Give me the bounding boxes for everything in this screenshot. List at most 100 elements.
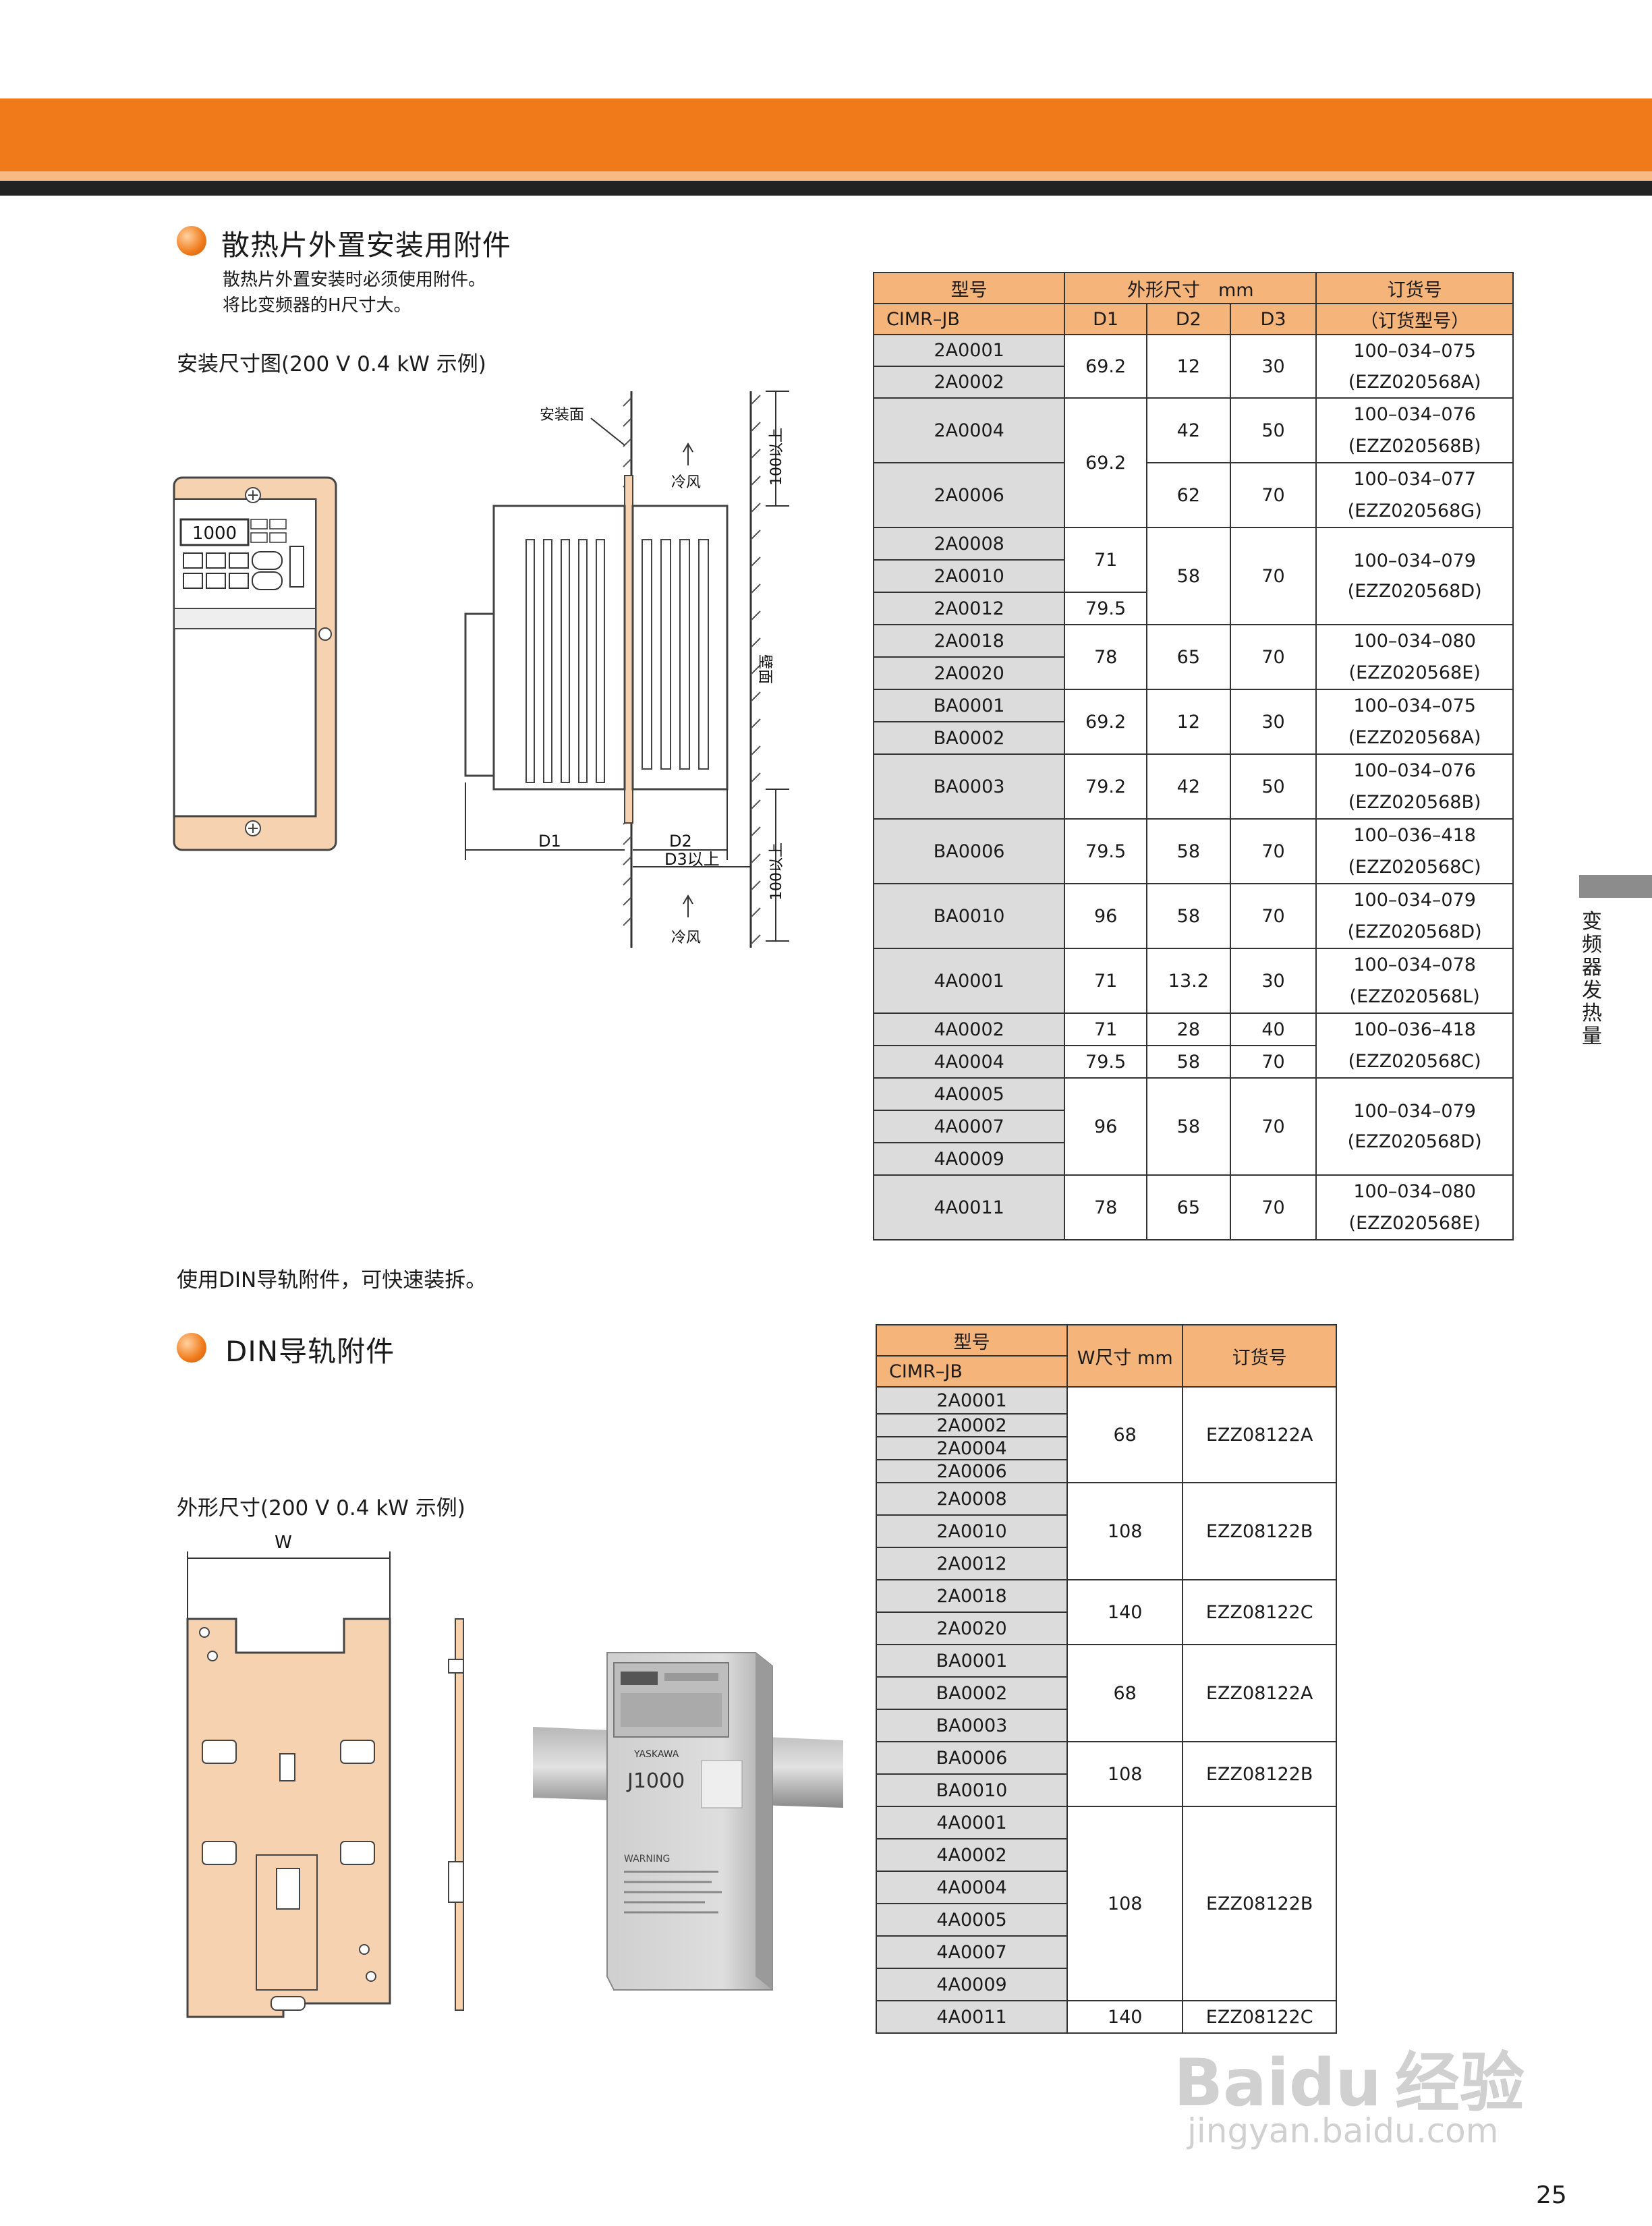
table-cell: BA0003 [875,1709,1069,1742]
table-cell: 30 [1229,948,1317,1014]
label-w: W [275,1533,292,1553]
table-cell: BA0002 [875,1676,1069,1710]
table-cell: BA0010 [872,883,1066,949]
table-cell: 69.2 [1064,334,1147,399]
photo-maker: YASKAWA [633,1749,679,1760]
header-orange-band [0,98,1652,171]
table-cell: 4A0001 [872,948,1066,1014]
table-cell: 4A0004 [875,1871,1069,1904]
table-cell: BA0001 [875,1644,1069,1678]
table-cell: EZZ08122B [1182,1806,1337,2001]
order-number: 100–034–079 [1353,1101,1476,1122]
order-number: 100–034–079 [1353,550,1476,571]
table-cell: 4A0002 [872,1012,1066,1046]
table-cell: 69.2 [1064,397,1147,528]
table-cell: 2A0002 [875,1413,1069,1437]
table-cell: (EZZ020568L) [1315,981,1514,1014]
heatsink-attachment-table: 型号 外形尺寸 mm 订货号 CIMR–JB D1 D2 D3 （订货型号） 2… [872,272,1514,1240]
photo-warning: WARNING [624,1854,670,1864]
table-cell: 79.5 [1064,818,1147,884]
label-wall: 壁面 [756,654,773,684]
table-cell: 2A0004 [872,397,1066,463]
table-cell: 140 [1066,2000,1184,2034]
table-cell: EZZ08122A [1182,1644,1337,1742]
label-d2: D2 [669,832,692,851]
label-mount-surface: 安装面 [540,407,584,424]
table-cell: 100–034–075 [1315,334,1514,366]
table-cell: 108 [1066,1806,1184,2001]
table-cell: 70 [1229,1045,1317,1079]
table-cell: (EZZ020568B) [1315,787,1514,820]
table-cell: 79.5 [1064,1045,1147,1079]
table-cell: 2A0001 [872,334,1066,367]
table-cell: 100–034–078 [1315,948,1514,981]
table-cell: 96 [1064,883,1147,949]
table-cell: 40 [1229,1012,1317,1046]
section2-title: DIN导轨附件 [225,1335,395,1368]
table-cell: 2A0018 [875,1579,1069,1613]
section1-title: 散热片外置安装用附件 [221,229,512,262]
table-cell: (EZZ020568E) [1315,1207,1514,1240]
table-cell: 100–034–079 (EZZ020568D) [1315,527,1514,625]
t2-header-w: W尺寸 mm [1066,1324,1184,1388]
table-cell: 2A0010 [875,1514,1069,1548]
table-cell: (EZZ020568A) [1315,366,1514,399]
table-cell: 100–034–079(EZZ020568D) [1315,1077,1514,1176]
table-cell: 58 [1145,883,1231,949]
table-cell: 108 [1066,1741,1184,1807]
panel-display: 1000 [192,523,237,544]
table-cell: 70 [1229,818,1317,884]
table-cell: 100–034–076 [1315,397,1514,430]
table-cell: 50 [1229,397,1317,463]
table-cell: 12 [1145,689,1231,755]
installation-side-view: 安装面 冷风 冷风 100以上 100以上 壁面 D1 D2 D3以上 [464,391,789,948]
table-cell: 4A0009 [875,1968,1069,2001]
table-cell: EZZ08122C [1182,1579,1337,1645]
table-cell: 100–034–076 [1315,753,1514,787]
table-cell: BA0006 [872,818,1066,884]
table-cell: 58 [1145,818,1231,884]
table-cell: 2A0018 [872,624,1066,658]
table-cell: 65 [1145,624,1231,690]
table-cell: 70 [1229,883,1317,949]
table-cell: EZZ08122B [1182,1482,1337,1580]
section-bullet-icon [177,226,206,256]
table-cell: 70 [1229,1077,1317,1176]
order-model: (EZZ020568D) [1347,581,1482,602]
watermark-cn: 经验 [1394,2045,1525,2121]
table-cell: 71 [1064,1012,1147,1046]
header-dark-band [0,181,1652,196]
table-cell: EZZ08122C [1182,2000,1337,2034]
table-cell: 4A0004 [872,1045,1066,1079]
watermark-brand: Bai [1174,2045,1289,2121]
table-cell: 2A0006 [875,1459,1069,1483]
table-cell: 79.2 [1064,753,1147,820]
table-cell: 2A0008 [872,527,1066,561]
table-cell: (EZZ020568C) [1315,851,1514,884]
table-cell: 4A0002 [875,1838,1069,1872]
table-cell: BA0006 [875,1741,1069,1775]
table-cell: 58 [1145,1077,1231,1176]
table-cell: 50 [1229,753,1317,820]
table-cell: 4A0007 [872,1110,1066,1143]
table-cell: 42 [1145,753,1231,820]
table-cell: 100–034–080 [1315,624,1514,657]
table-cell: 78 [1064,624,1147,690]
din-note: 使用DIN导轨附件，可快速装拆。 [177,1268,487,1292]
table-cell: (EZZ020568E) [1315,657,1514,690]
t1-header-model-sub: CIMR–JB [872,303,1066,335]
table-cell: 2A0010 [872,559,1066,593]
table-cell: 100–034–079 [1315,883,1514,916]
section1-desc2: 将比变频器的H尺寸大。 [223,295,411,316]
table-cell: 30 [1229,334,1317,399]
table-cell: 70 [1229,527,1317,625]
label-100-above-top: 100以上 [768,428,785,486]
table-cell: 100–036–418 [1315,818,1514,851]
label-cool-air-bottom: 冷风 [671,930,701,946]
photo-brand: J1000 [626,1769,685,1793]
section1-desc1: 散热片外置安装时必须使用附件。 [223,270,486,290]
table-cell: (EZZ020568D) [1315,916,1514,949]
label-cool-air-top: 冷风 [671,474,701,491]
